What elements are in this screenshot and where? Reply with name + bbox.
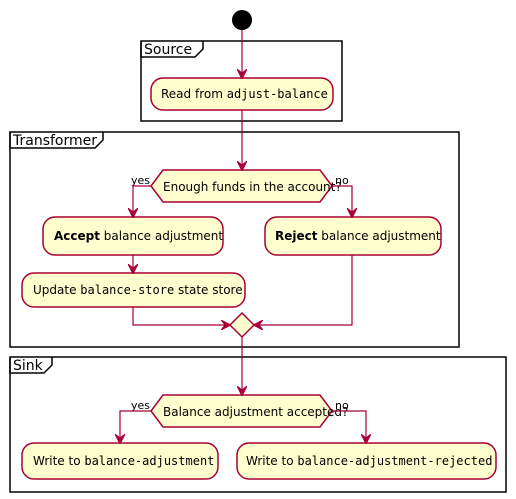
accept-rest-text: balance adjustment: [100, 229, 223, 243]
update-prefix: Update: [33, 283, 80, 297]
enough-funds-no-label: no: [335, 174, 349, 187]
read-action-prefix: Read from: [161, 87, 227, 101]
update-suffix: state store: [174, 283, 242, 297]
edge-funds-yes: [133, 185, 151, 217]
read-from-adjust-balance-action: Read from adjust-balance: [150, 77, 334, 111]
write-rejected-topic: balance-adjustment-rejected: [297, 454, 492, 468]
svg-text:Update balance-store state sto: Update balance-store state store: [33, 283, 243, 297]
read-action-topic: adjust-balance: [227, 87, 328, 101]
enough-funds-decision: Enough funds in the account? yes no: [131, 169, 349, 203]
update-store-name: balance-store: [80, 283, 174, 297]
accept-bold-text: Accept: [54, 229, 100, 243]
write-rejected-prefix: Write to: [246, 454, 297, 468]
merge-node: [228, 311, 256, 339]
edges: [120, 30, 366, 443]
edge-accepted-no: [332, 410, 366, 443]
update-balance-store-action: Update balance-store state store: [21, 272, 246, 308]
svg-text:Write to balance-adjustment: Write to balance-adjustment: [33, 454, 214, 468]
write-adjustment-topic: balance-adjustment: [84, 454, 214, 468]
enough-funds-label: Enough funds in the account?: [163, 180, 342, 194]
adjustment-accepted-decision: Balance adjustment accepted? yes no: [131, 394, 349, 428]
svg-text:Reject balance adjustment: Reject balance adjustment: [275, 229, 441, 243]
svg-text:Accept balance adjustment: Accept balance adjustment: [54, 229, 223, 243]
edge-update-to-merge: [132, 307, 230, 325]
edge-funds-no: [332, 185, 352, 217]
reject-bold-text: Reject: [275, 229, 318, 243]
partition-source-title: Source: [144, 42, 192, 58]
partition-transformer-title: Transformer: [12, 133, 97, 149]
svg-text:Read from adjust-balance: Read from adjust-balance: [161, 87, 328, 101]
reject-rest-text: balance adjustment: [317, 229, 440, 243]
write-adjustment-prefix: Write to: [33, 454, 84, 468]
partition-sink: Sink: [9, 356, 507, 493]
enough-funds-yes-label: yes: [131, 174, 150, 187]
write-balance-adjustment-rejected-action: Write to balance-adjustment-rejected: [236, 442, 497, 480]
accept-balance-adjustment-action: Accept balance adjustment: [42, 216, 224, 256]
adjustment-accepted-label: Balance adjustment accepted?: [163, 405, 348, 419]
edge-reject-to-merge: [254, 255, 353, 325]
svg-text:Write to balance-adjustment-re: Write to balance-adjustment-rejected: [246, 454, 492, 468]
reject-balance-adjustment-action: Reject balance adjustment: [264, 216, 442, 256]
partition-transformer: Transformer: [9, 131, 460, 348]
partition-sink-title: Sink: [13, 358, 44, 374]
adjustment-accepted-no-label: no: [335, 399, 349, 412]
write-balance-adjustment-action: Write to balance-adjustment: [21, 442, 219, 480]
edge-accepted-yes: [120, 410, 151, 443]
start-node: [232, 10, 252, 30]
adjustment-accepted-yes-label: yes: [131, 399, 150, 412]
